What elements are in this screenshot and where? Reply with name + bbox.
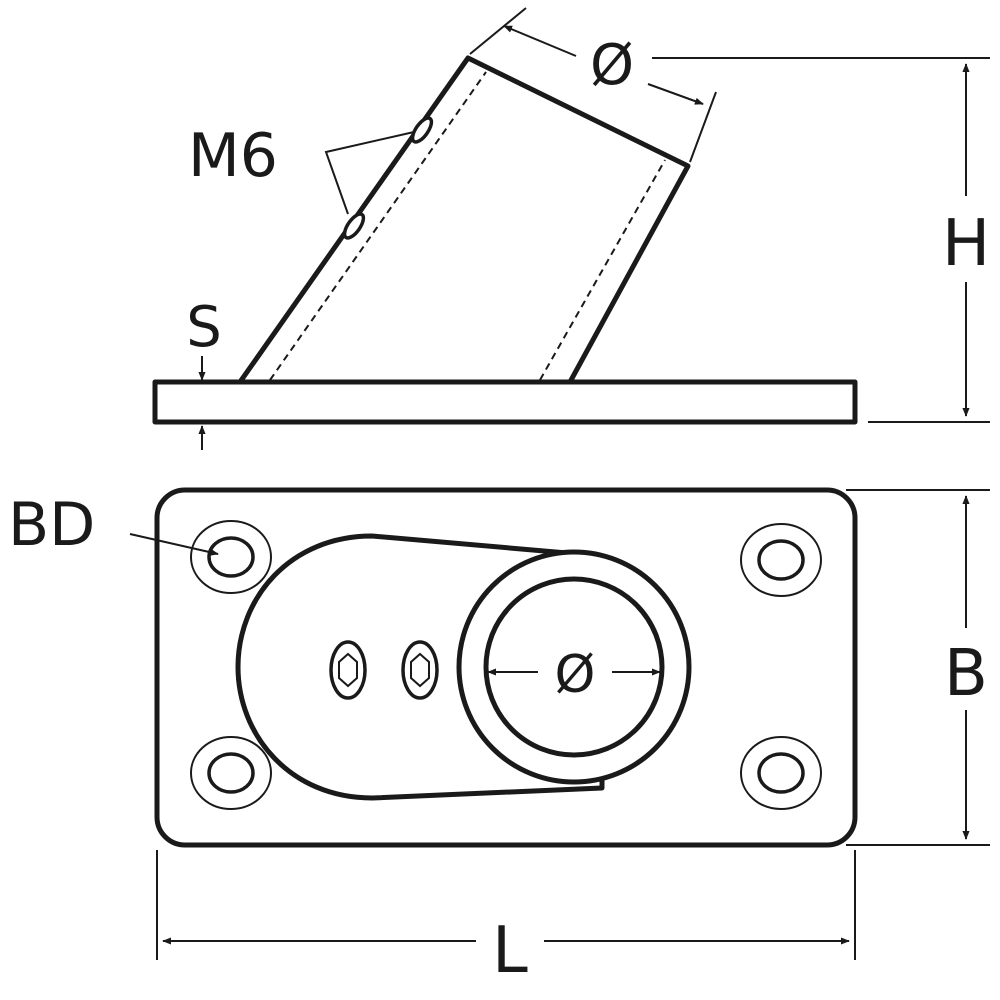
thread-label: M6 (188, 121, 278, 191)
bolt-hole-top-right (740, 523, 822, 597)
set-screw-right (401, 640, 439, 700)
thread-callout: M6 (188, 121, 415, 215)
height-dimension: H (652, 57, 990, 423)
length-dimension: L (156, 850, 856, 988)
tube-diameter-label: Ø (590, 33, 634, 98)
set-screw-left (329, 640, 367, 700)
bolt-diameter-callout: BD (8, 490, 219, 560)
width-label: B (944, 637, 988, 711)
base-plate-side (152, 379, 858, 425)
thickness-dimension: S (186, 295, 222, 450)
tube-bore-right (539, 159, 666, 381)
bolt-hole-bottom-left (190, 736, 272, 810)
socket-inner (483, 576, 665, 758)
bolt-hole-bottom-right (740, 736, 822, 810)
height-label: H (942, 207, 990, 281)
tube-bore-left (269, 71, 487, 381)
thickness-label: S (186, 295, 222, 360)
side-view (152, 55, 858, 425)
bolt-hole-top-left (190, 520, 272, 594)
angled-tube (237, 55, 691, 385)
tube-diameter-dimension: Ø (469, 7, 717, 163)
thread-hole-lower (342, 212, 366, 240)
bolt-diameter-label: BD (8, 490, 95, 560)
thread-hole-upper (410, 116, 434, 144)
socket-outer (456, 549, 692, 785)
socket-diameter-label: Ø (555, 645, 596, 705)
length-label: L (492, 914, 528, 988)
top-view (154, 487, 858, 848)
socket-diameter-dimension: Ø (487, 645, 661, 705)
width-dimension: B (846, 489, 990, 846)
